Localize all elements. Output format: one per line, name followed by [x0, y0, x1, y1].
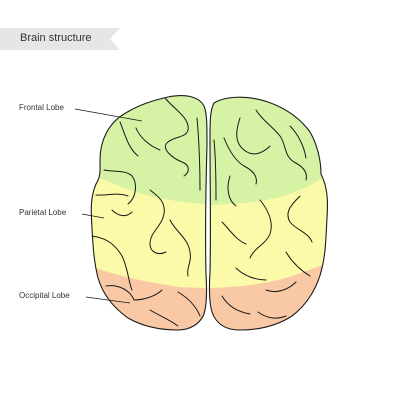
frontal-lobe-label: Frontal Lobe	[19, 103, 64, 112]
occipital-lobe-leader-line	[85, 296, 131, 304]
page-title: Brain structure	[20, 32, 92, 44]
right-hemisphere-fill	[209, 97, 328, 331]
title-ribbon: Brain structure	[0, 28, 120, 50]
ribbon-shape	[0, 28, 120, 50]
left-hemisphere-outline	[90, 95, 208, 331]
parietal-lobe-label: Parietal Lobe	[19, 208, 67, 217]
frontal-lobe-leader-line	[74, 108, 143, 122]
brain-outline	[90, 95, 329, 331]
parietal-lobe-leader-line	[81, 213, 105, 219]
occipital-lobe-label: Occipital Lobe	[19, 291, 70, 300]
brain-sulci	[91, 97, 313, 327]
left-hemisphere-fill	[91, 95, 207, 330]
label-leader-lines	[74, 108, 143, 304]
right-hemisphere-outline	[208, 96, 329, 331]
